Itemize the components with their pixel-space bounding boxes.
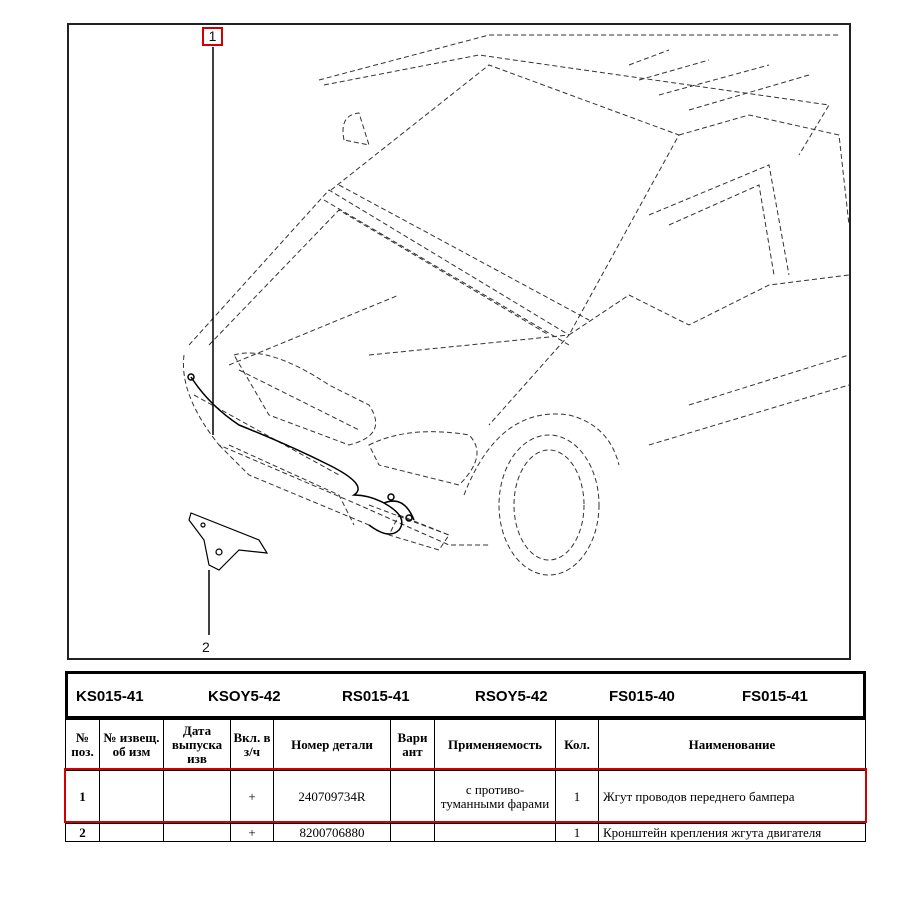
cell-pos: 1	[65, 770, 100, 824]
model-codes-bar: KS015-41 KSOY5-42 RS015-41 RSOY5-42 FS01…	[65, 671, 866, 719]
header-name: Наименование	[598, 719, 866, 771]
model-code: RSOY5-42	[475, 688, 548, 705]
parts-table: № поз. № извещ. об изм Дата выпуска изв …	[65, 719, 866, 842]
cell-pos: 2	[65, 823, 100, 842]
cell-quantity: 1	[555, 770, 599, 824]
cell-name: Кронштейн крепления жгута двигателя	[598, 823, 866, 842]
model-code: FS015-41	[742, 688, 808, 705]
car-front-illustration	[182, 34, 850, 635]
cell-part-number: 8200706880	[273, 823, 391, 842]
cell-applicability: с противо-туманными фарами	[434, 770, 556, 824]
cell-applicability	[434, 823, 556, 842]
parts-diagram: 1 2	[67, 23, 851, 660]
cell-incl: +	[230, 823, 274, 842]
table-row[interactable]: 2 + 8200706880 1 Кронштейн крепления жгу…	[65, 823, 866, 842]
header-variant: Вари ант	[390, 719, 435, 771]
callout-1-label: 1	[202, 27, 223, 46]
header-pos: № поз.	[65, 719, 100, 771]
header-quantity: Кол.	[555, 719, 599, 771]
header-date: Дата выпуска изв	[163, 719, 231, 771]
cell-variant	[390, 770, 435, 824]
model-code: KS015-41	[76, 688, 144, 705]
header-applicability: Применяемость	[434, 719, 556, 771]
cell-date	[163, 823, 231, 842]
header-incl: Вкл. в з/ч	[230, 719, 274, 771]
header-notice: № извещ. об изм	[99, 719, 164, 771]
cell-quantity: 1	[555, 823, 599, 842]
cell-name: Жгут проводов переднего бампера	[598, 770, 866, 824]
table-header-row: № поз. № извещ. об изм Дата выпуска изв …	[65, 719, 866, 771]
model-code: FS015-40	[609, 688, 675, 705]
cell-variant	[390, 823, 435, 842]
cell-notice	[99, 823, 164, 842]
table-row[interactable]: 1 + 240709734R с противо-туманными фарам…	[65, 770, 866, 824]
callout-2-label: 2	[202, 639, 210, 655]
model-code: RS015-41	[342, 688, 410, 705]
model-code: KSOY5-42	[208, 688, 281, 705]
cell-date	[163, 770, 231, 824]
cell-incl: +	[230, 770, 274, 824]
cell-part-number: 240709734R	[273, 770, 391, 824]
cell-notice	[99, 770, 164, 824]
header-part-number: Номер детали	[273, 719, 391, 771]
